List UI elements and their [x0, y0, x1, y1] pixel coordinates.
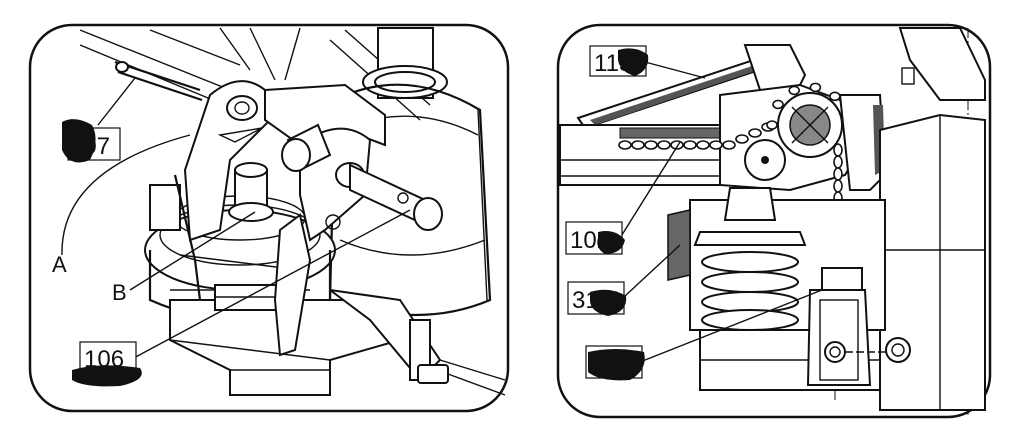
callout-102-smudge	[597, 231, 625, 254]
callout-107-smudge	[62, 119, 96, 163]
chain-link	[833, 143, 843, 157]
callout-313: 313	[567, 281, 627, 316]
chain-link	[833, 155, 843, 169]
left-leader-lines	[61, 77, 411, 361]
right-mechanism-drawing	[559, 27, 986, 415]
chain-link	[644, 140, 658, 150]
leader-A	[61, 134, 191, 256]
leader-106	[129, 209, 411, 361]
callout-107-text: 107	[70, 133, 110, 160]
leader-107	[97, 77, 136, 126]
leader-308	[639, 289, 823, 363]
callout-308-smudge	[588, 349, 645, 381]
callout-106-smudge	[72, 365, 142, 387]
chain-link	[829, 91, 841, 102]
left-mechanism-drawing	[79, 27, 506, 396]
chain-link	[809, 82, 822, 93]
chain-link	[709, 140, 723, 150]
right-panel: 115 102 313 308	[556, 23, 992, 419]
coil-spring	[701, 251, 799, 331]
callout-308: 308	[585, 345, 645, 381]
callout-107: 107	[62, 119, 121, 163]
leader-102	[619, 141, 681, 239]
callout-115-label: 115	[594, 50, 632, 77]
leader-115	[644, 61, 706, 79]
chain-link	[833, 179, 843, 193]
chain-link	[788, 85, 801, 96]
leader-313	[624, 244, 681, 297]
callout-115: 115	[589, 45, 649, 77]
callout-115-smudge	[618, 48, 649, 76]
label-B: B	[112, 280, 127, 305]
chain-link	[772, 99, 784, 110]
chain-horizontal	[618, 82, 853, 150]
left-panel: 107 A B 106	[28, 23, 510, 413]
chain-link	[683, 140, 697, 150]
leader-B	[129, 211, 256, 291]
callout-106-text: 106	[84, 346, 124, 373]
callout-308-text: 308	[590, 351, 630, 378]
chain-link	[618, 140, 632, 150]
label-A: A	[52, 252, 67, 277]
chain-link	[748, 128, 762, 138]
chain-link	[735, 134, 749, 144]
callout-313-smudge	[590, 289, 627, 316]
callout-313-text: 313	[572, 287, 612, 314]
chain-link	[722, 140, 736, 150]
chain-link	[766, 120, 778, 130]
callout-102-text: 102	[570, 227, 610, 254]
callout-102: 102	[565, 221, 625, 255]
chain-link	[631, 140, 645, 150]
chain-link	[696, 140, 710, 150]
chain-link	[833, 167, 843, 181]
callout-106: 106	[72, 341, 142, 387]
right-leader-lines	[619, 61, 823, 363]
chain-link	[657, 140, 671, 150]
